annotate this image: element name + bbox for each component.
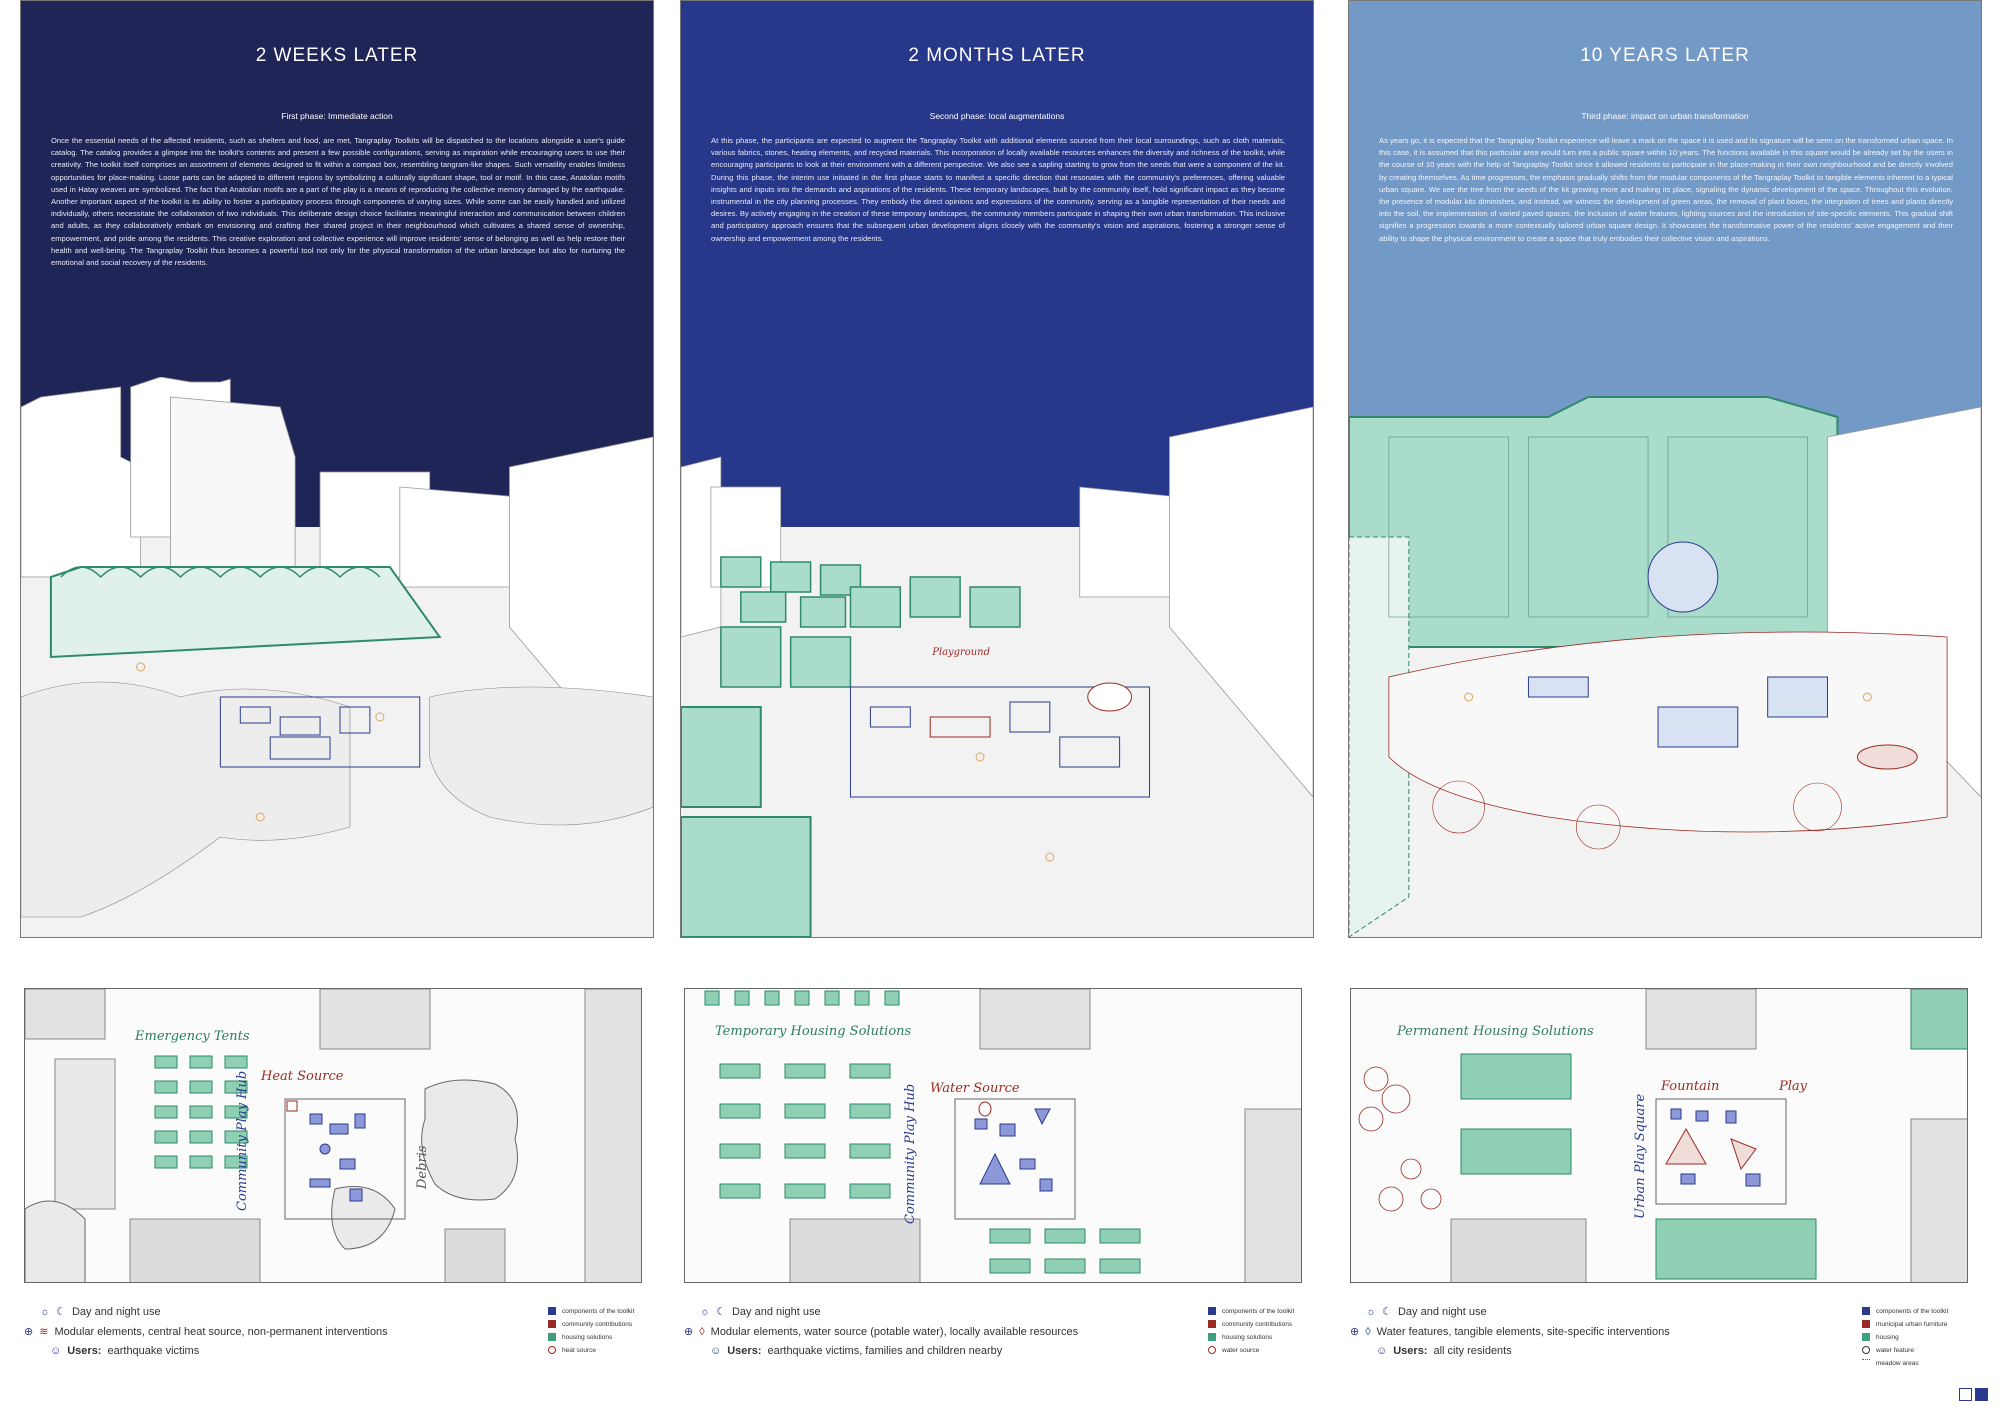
modular-icon: ⊕ <box>24 1326 34 1338</box>
panel-body: As years go, it is expected that the Tan… <box>1379 136 1953 243</box>
legend-elements: Modular elements, water source (potable … <box>710 1325 1079 1338</box>
legend-key: water feature <box>1862 1346 1914 1354</box>
sun-icon: ☼ <box>700 1305 711 1318</box>
water-icon: ◊ <box>1365 1325 1371 1338</box>
legend-elements-row: ⊕ ◊ Water features, tangible elements, s… <box>1350 1325 1670 1339</box>
legend-use-row: ☼ ☾ Day and night use <box>1366 1305 1487 1319</box>
legend-users-label: Users: <box>67 1345 102 1357</box>
legend-use-row: ☼ ☾ Day and night use <box>40 1305 161 1319</box>
legend-elements-row: ⊕ ≋ Modular elements, central heat sourc… <box>24 1325 388 1339</box>
users-icon: ☺ <box>1376 1345 1388 1357</box>
panel-title: 10 YEARS LATER <box>1580 45 1750 66</box>
legend-users: all city residents <box>1433 1345 1512 1357</box>
legend-users-row: ☺ Users: all city residents <box>1376 1345 1512 1357</box>
moon-icon: ☾ <box>56 1306 66 1318</box>
sun-icon: ☼ <box>40 1305 51 1318</box>
users-icon: ☺ <box>710 1345 722 1357</box>
plan-label-feature-2: Play <box>1779 1079 1807 1094</box>
plan-2-weeks: Emergency Tents Heat Source Community Pl… <box>24 988 642 1283</box>
legend-key: community contributions <box>1208 1320 1292 1328</box>
panel-2-weeks: 2 WEEKS LATER First phase: Immediate act… <box>20 0 654 938</box>
plan-label-feature: Water Source <box>930 1081 1020 1096</box>
site-plan <box>25 989 641 1282</box>
plan-label-hub: Community Play Hub <box>235 1070 250 1211</box>
legend-users-label: Users: <box>1393 1345 1428 1357</box>
modular-icon: ⊕ <box>684 1326 694 1338</box>
plan-label-debris: Debris <box>415 1145 430 1189</box>
scene-illustration: Playground <box>681 406 1313 937</box>
legend-use: Day and night use <box>731 1305 821 1318</box>
panel-10-years: 10 YEARS LATER Third phase: impact on ur… <box>1348 0 1982 938</box>
panel-title: 2 MONTHS LATER <box>908 45 1086 66</box>
legend-elements: Modular elements, central heat source, n… <box>54 1325 388 1338</box>
legend-key: municipal urban furniture <box>1862 1320 1948 1328</box>
moon-icon: ☾ <box>716 1306 726 1318</box>
panel-subtitle: First phase: Immediate action <box>281 111 393 121</box>
scene-illustration <box>21 377 653 937</box>
legend-key: housing <box>1862 1333 1899 1341</box>
legend-key: water source <box>1208 1346 1259 1354</box>
sun-icon: ☼ <box>1366 1305 1377 1318</box>
plan-2-months: Temporary Housing Solutions Water Source… <box>684 988 1302 1283</box>
moon-icon: ☾ <box>1382 1306 1392 1318</box>
legend-key: housing solutions <box>548 1333 612 1341</box>
playground-sign: Playground <box>931 647 990 658</box>
legend-use-row: ☼ ☾ Day and night use <box>700 1305 821 1319</box>
plan-label-hub: Urban Play Square <box>1633 1093 1648 1219</box>
panel-body: At this phase, the participants are expe… <box>711 136 1285 243</box>
panel-2-months: 2 MONTHS LATER Second phase: local augme… <box>680 0 1314 938</box>
legend-users: earthquake victims, families and childre… <box>767 1345 1003 1357</box>
site-plan <box>685 989 1301 1282</box>
panel-title: 2 WEEKS LATER <box>255 45 419 66</box>
legend-users: earthquake victims <box>107 1345 200 1357</box>
page-marker-empty <box>1959 1388 1972 1401</box>
plan-10-years: Permanent Housing Solutions Fountain Pla… <box>1350 988 1968 1283</box>
plan-label-housing: Emergency Tents <box>135 1029 250 1044</box>
panel-body: Once the essential needs of the affected… <box>51 136 625 268</box>
legend-key: community contributions <box>548 1320 632 1328</box>
legend-key: components of the toolkit <box>1208 1307 1294 1315</box>
plan-label-housing: Permanent Housing Solutions <box>1397 1024 1594 1039</box>
legend-key: heat source <box>548 1346 596 1354</box>
legend-key: components of the toolkit <box>548 1307 634 1315</box>
plan-label-feature: Heat Source <box>261 1069 344 1084</box>
legend-elements: Water features, tangible elements, site-… <box>1376 1325 1670 1338</box>
legend-elements-row: ⊕ ◊ Modular elements, water source (pota… <box>684 1325 1079 1339</box>
panel-subtitle: Second phase: local augmentations <box>929 111 1065 121</box>
legend-use: Day and night use <box>1397 1305 1487 1318</box>
plan-label-feature: Fountain <box>1661 1079 1720 1094</box>
modular-icon: ⊕ <box>1350 1326 1360 1338</box>
legend-users-label: Users: <box>727 1345 762 1357</box>
site-plan <box>1351 989 1967 1282</box>
legend-key: housing solutions <box>1208 1333 1272 1341</box>
panel-subtitle: Third phase: impact on urban transformat… <box>1581 111 1749 121</box>
heat-icon: ≋ <box>39 1326 49 1338</box>
legend-key: meadow areas <box>1862 1359 1919 1368</box>
plan-label-hub: Community Play Hub <box>903 1083 918 1224</box>
scene-illustration <box>1349 396 1981 937</box>
water-icon: ◊ <box>699 1325 705 1338</box>
legend-users-row: ☺ Users: earthquake victims <box>50 1345 199 1357</box>
legend-use: Day and night use <box>71 1305 161 1318</box>
page-marker-filled <box>1975 1388 1988 1401</box>
legend-key: components of the toolkit <box>1862 1307 1948 1315</box>
plan-label-housing: Temporary Housing Solutions <box>715 1024 912 1039</box>
users-icon: ☺ <box>50 1345 62 1357</box>
legend-users-row: ☺ Users: earthquake victims, families an… <box>710 1345 1002 1357</box>
